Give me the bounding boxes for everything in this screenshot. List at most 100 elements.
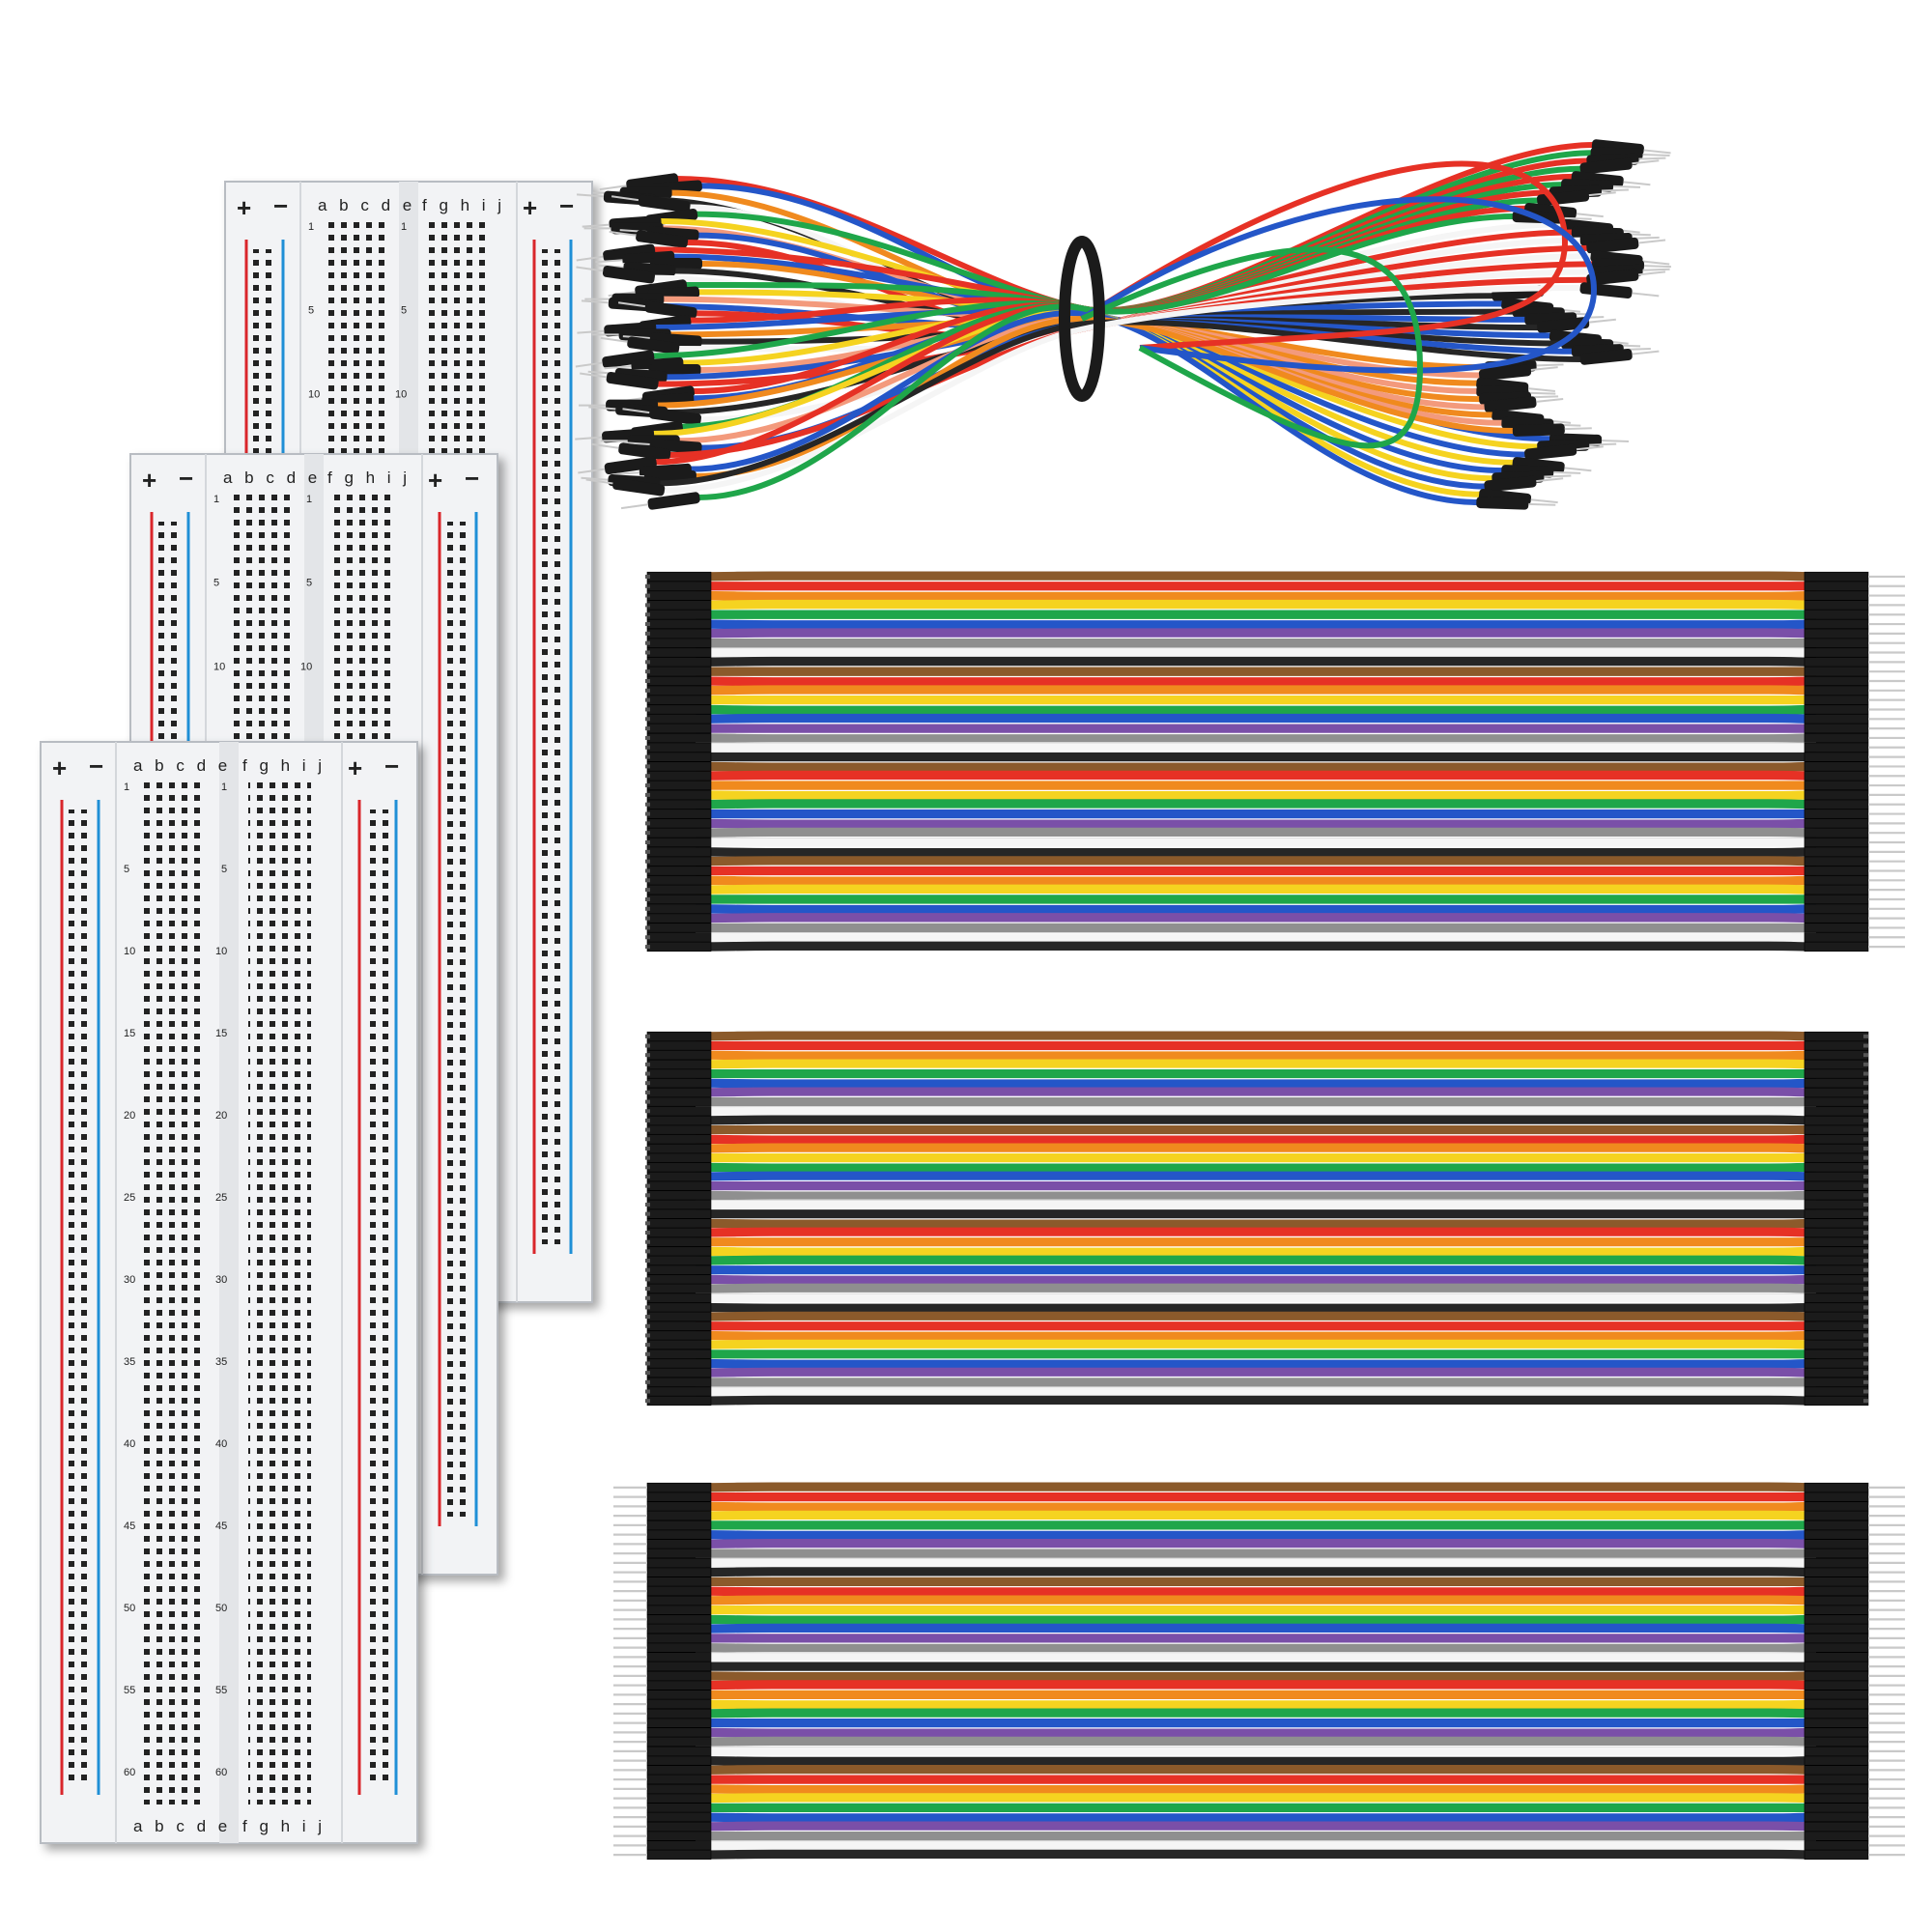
ribbon-wire	[695, 1386, 1817, 1397]
row-number: 50	[215, 1603, 227, 1614]
connector-housing	[1804, 1755, 1869, 1766]
socket-hole	[1863, 1323, 1868, 1328]
connector-housing	[1804, 638, 1869, 648]
connector-housing	[646, 1059, 712, 1069]
ribbon-wire	[695, 1311, 1817, 1321]
row-number: 30	[124, 1274, 135, 1286]
connector-housing	[1804, 590, 1869, 601]
jumper-pin	[1553, 470, 1581, 474]
socket-hole	[645, 764, 650, 769]
socket-hole	[645, 1239, 650, 1244]
ribbon-wire	[695, 913, 1817, 923]
row-number: 35	[215, 1356, 227, 1368]
ribbon-wire	[695, 1367, 1817, 1378]
row-number: 30	[215, 1274, 227, 1286]
minus-label: −	[465, 464, 479, 493]
connector-housing	[1804, 1670, 1869, 1681]
connector-housing	[1804, 1511, 1869, 1521]
connector-housing	[646, 1680, 712, 1690]
socket-hole	[645, 1062, 650, 1066]
connector-housing	[1804, 1652, 1869, 1662]
jumper-end	[1579, 282, 1633, 299]
jumper-pin	[1564, 467, 1592, 472]
socket-hole	[645, 1193, 650, 1198]
connector-housing	[646, 913, 712, 923]
socket-hole	[645, 707, 650, 712]
socket-hole	[645, 831, 650, 836]
ribbon-wire	[695, 704, 1817, 715]
connector-housing	[1804, 809, 1869, 819]
ribbon-wire	[695, 1255, 1817, 1265]
jumper-pin	[1601, 188, 1629, 192]
socket-hole	[645, 1399, 650, 1404]
socket-hole	[645, 660, 650, 665]
connector-housing	[1804, 789, 1869, 800]
ribbon-wire	[695, 1793, 1817, 1804]
connector-housing	[1804, 1330, 1869, 1341]
row-number: 5	[401, 305, 407, 317]
ribbon-wire	[695, 733, 1817, 744]
socket-hole	[645, 754, 650, 759]
jumper-end	[648, 407, 702, 426]
ribbon-wire	[695, 1059, 1817, 1069]
connector-housing	[1804, 932, 1869, 943]
row-number: 15	[215, 1028, 227, 1039]
ribbon-wire	[695, 904, 1817, 915]
socket-hole	[645, 1259, 650, 1264]
socket-hole	[645, 669, 650, 674]
connector-housing	[646, 1208, 712, 1219]
connector-housing	[1804, 1228, 1869, 1237]
jumper-end	[1586, 269, 1639, 286]
connector-housing	[646, 581, 712, 591]
connector-housing	[1804, 846, 1869, 857]
connector-housing	[1804, 1793, 1869, 1804]
connector-housing	[1804, 1068, 1869, 1079]
socket-hole	[1863, 1371, 1868, 1376]
jumper-pin	[1642, 260, 1670, 266]
connector-housing	[646, 1115, 712, 1125]
connector-housing	[646, 1803, 712, 1813]
connector-housing	[646, 781, 712, 791]
socket-hole	[645, 717, 650, 722]
ribbon-wire	[695, 685, 1817, 696]
connector-housing	[646, 1152, 712, 1163]
connector-housing	[646, 1396, 712, 1406]
socket-hole	[645, 802, 650, 807]
connector-housing	[1804, 1539, 1869, 1549]
jumper-pin	[1530, 366, 1558, 372]
ribbon-wire	[695, 1812, 1817, 1823]
ribbon-wire	[695, 1784, 1817, 1795]
socket-hole	[645, 906, 650, 911]
jumper-pin	[1528, 391, 1556, 395]
jumper-pin	[1643, 149, 1671, 155]
jumper-pin	[1588, 191, 1616, 197]
jumper-pin	[1536, 477, 1564, 483]
connector-housing	[646, 903, 712, 914]
socket-hole	[645, 745, 650, 750]
connector-housing	[1804, 1200, 1869, 1209]
ribbon-wire	[695, 1199, 1817, 1209]
connector-housing	[1804, 1256, 1869, 1265]
connector-housing	[646, 1783, 712, 1794]
ribbon-wire	[695, 619, 1817, 630]
jumper-pin	[1632, 159, 1660, 165]
socket-hole	[1863, 1146, 1868, 1151]
jumper-pin	[604, 365, 632, 370]
socket-hole	[645, 1361, 650, 1366]
connector-housing	[646, 1358, 712, 1369]
ribbon-wire	[695, 761, 1817, 772]
connector-housing	[646, 1577, 712, 1587]
connector-housing	[1804, 1492, 1869, 1502]
connector-housing	[1804, 1821, 1869, 1832]
jumper-end	[1579, 348, 1633, 365]
connector-housing	[646, 695, 712, 705]
row-number: 60	[215, 1767, 227, 1778]
connector-housing	[1804, 1162, 1869, 1173]
connector-housing	[646, 1511, 712, 1521]
connector-housing	[646, 837, 712, 848]
socket-hole	[645, 1053, 650, 1058]
socket-hole	[645, 1146, 650, 1151]
connector-housing	[1804, 818, 1869, 829]
socket-hole	[1863, 1109, 1868, 1114]
ribbon-wire	[695, 932, 1817, 943]
